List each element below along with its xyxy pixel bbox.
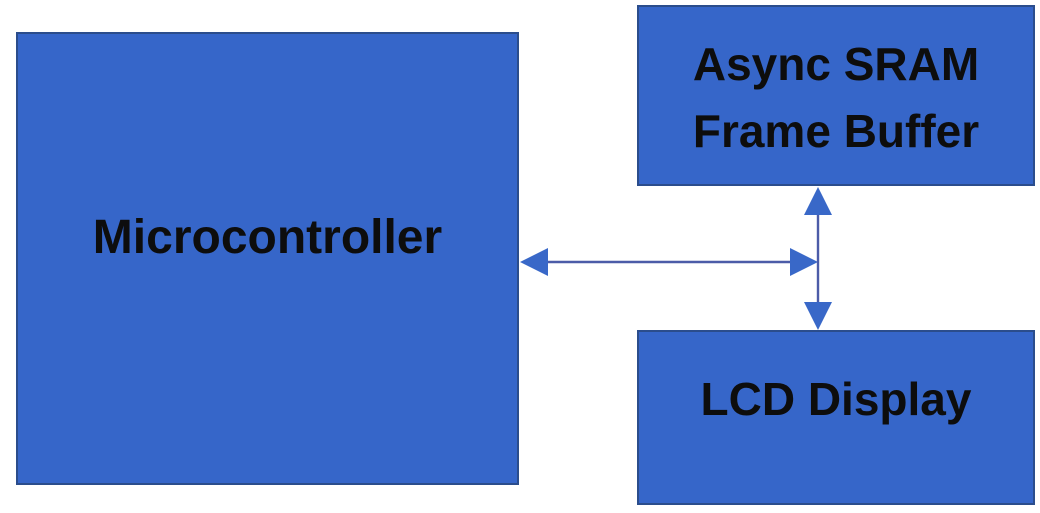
node-async-sram-frame-buffer: Async SRAM Frame Buffer — [637, 5, 1035, 186]
arrowhead-right-icon — [790, 248, 818, 276]
node-microcontroller: Microcontroller — [16, 32, 519, 485]
vertical-double-arrow — [804, 187, 832, 330]
node-sram-label-line2: Frame Buffer — [692, 104, 980, 157]
node-lcd-label: LCD Display — [700, 372, 972, 425]
arrowhead-left-icon — [520, 248, 548, 276]
arrowhead-up-icon — [804, 187, 832, 215]
arrowhead-down-icon — [804, 302, 832, 330]
node-microcontroller-label: Microcontroller — [92, 211, 443, 264]
horizontal-double-arrow — [520, 248, 818, 276]
node-sram-label-line1: Async SRAM — [692, 37, 980, 90]
node-lcd-display: LCD Display — [637, 330, 1035, 505]
